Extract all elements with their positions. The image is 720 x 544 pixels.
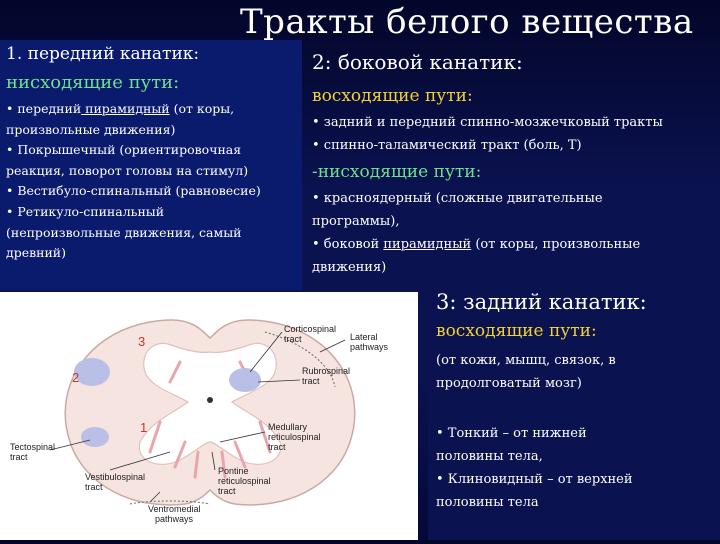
label-num-2: 2 bbox=[72, 370, 79, 385]
label-num-3: 3 bbox=[138, 334, 145, 349]
lateral-ascending-list: • задний и передний спинно-мозжечковый т… bbox=[312, 111, 720, 157]
list-item: • Клиновидный – от верхней bbox=[436, 472, 633, 487]
posterior-tract-list: • Тонкий – от нижней половины тела, • Кл… bbox=[436, 422, 720, 514]
anterior-descending-heading: нисходящие пути: bbox=[6, 72, 180, 93]
left-posterior-tract bbox=[74, 358, 110, 386]
list-item: • Тонкий – от нижней bbox=[436, 426, 587, 441]
posterior-ascending-heading: восходящие пути: bbox=[436, 321, 597, 341]
list-item: (непроизвольные движения, самый bbox=[6, 224, 242, 240]
list-item: движения) bbox=[312, 260, 387, 275]
list-item: • красноядерный (сложные двигательные bbox=[312, 191, 603, 206]
list-item: древний) bbox=[6, 245, 67, 261]
ventromedial-dotted-outline bbox=[129, 500, 211, 505]
list-item: • Ретикуло-спинальный bbox=[6, 203, 165, 219]
list-item: • боковой пирамидный (от коры, произволь… bbox=[312, 237, 641, 252]
list-item: • передний пирамидный (от коры, bbox=[6, 101, 235, 116]
anterior-funiculus-heading: 1. передний канатик: bbox=[6, 44, 200, 64]
left-anterior-tract bbox=[81, 427, 109, 447]
lateral-funiculus-heading: 2: боковой канатик: bbox=[312, 50, 523, 74]
slide-title: Тракты белого вещества bbox=[240, 2, 694, 42]
list-item: • спинно-таламический тракт (боль, Т) bbox=[312, 138, 582, 153]
anterior-tract-list: • передний пирамидный (от коры, произвол… bbox=[6, 99, 302, 264]
list-item: половины тела, bbox=[436, 449, 543, 464]
posterior-funiculus-heading: 3: задний канатик: bbox=[436, 290, 647, 314]
lateral-descending-list: • красноядерный (сложные двигательные пр… bbox=[312, 187, 720, 279]
lateral-descending-heading: -нисходящие пути: bbox=[312, 162, 482, 182]
list-item: программы), bbox=[312, 214, 400, 229]
list-item: • задний и передний спинно-мозжечковый т… bbox=[312, 115, 663, 130]
right-corticospinal-tract bbox=[229, 368, 261, 392]
list-item: • Вестибуло-спинальный (равновесие) bbox=[6, 183, 261, 199]
posterior-description: (от кожи, мышц, связок, в продолговатый … bbox=[436, 353, 616, 391]
label-num-1: 1 bbox=[140, 420, 147, 435]
anterior-funiculus-panel bbox=[0, 40, 302, 290]
list-item: половины тела bbox=[436, 495, 539, 510]
lateral-dotted-outline bbox=[264, 331, 336, 388]
lateral-ascending-heading: восходящие пути: bbox=[312, 86, 473, 106]
central-canal bbox=[207, 397, 213, 403]
list-item: реакция, поворот головы на стимул) bbox=[6, 162, 249, 178]
posterior-funiculus-panel bbox=[428, 290, 720, 540]
list-item: • Покрышечный (ориентировочная bbox=[6, 142, 242, 158]
leader-lines bbox=[49, 331, 346, 503]
list-item: произвольные движения) bbox=[6, 121, 176, 137]
